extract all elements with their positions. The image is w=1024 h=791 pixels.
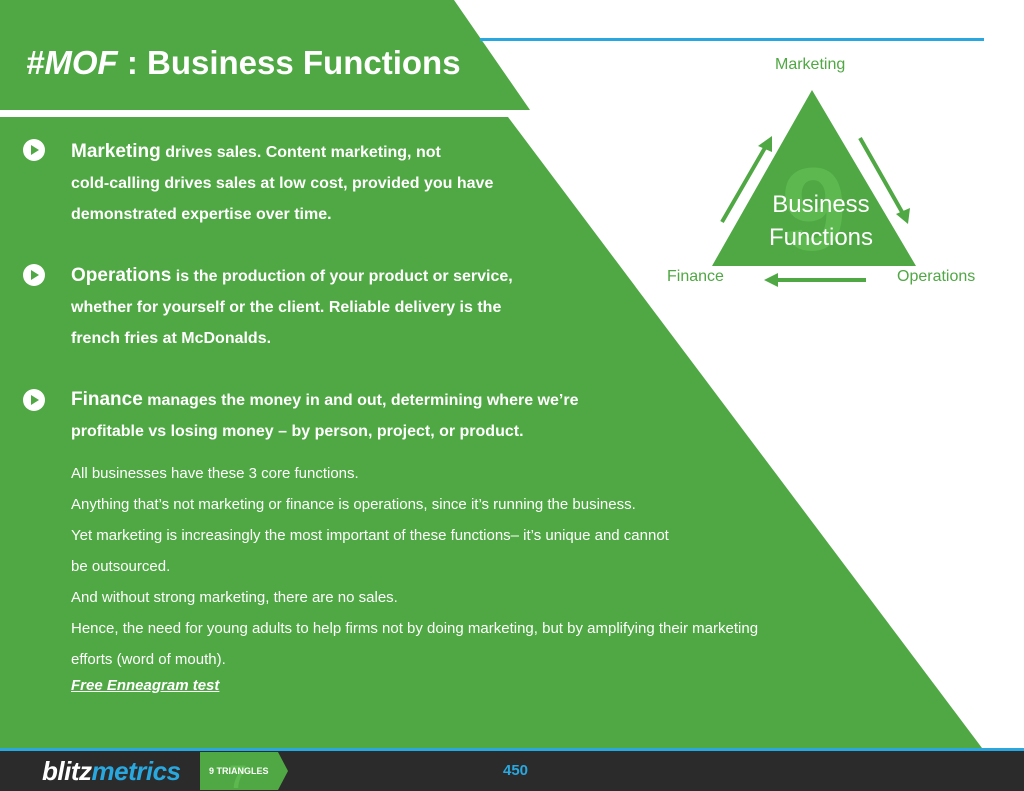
diagram-triangle [712, 90, 916, 266]
arrow-up-left [720, 144, 768, 224]
diagram-center-text: Business Functions [768, 191, 874, 251]
bullet-finance: Finance manages the money in and out, de… [71, 389, 579, 440]
enneagram-test-link[interactable]: Free Enneagram test [71, 677, 220, 694]
bullet-marketing: Marketing drives sales. Content marketin… [71, 141, 494, 223]
bullet-icon [23, 139, 45, 161]
body-line: Hence, the need for young adults to help… [71, 620, 759, 637]
arrow-down-right-head [896, 208, 910, 224]
diagram-label-finance: Finance [667, 268, 724, 285]
badge-label: 9 TRIANGLES [209, 766, 269, 776]
diagram-label-marketing: Marketing [775, 56, 846, 73]
page-title: #MOF : Business Functions [26, 44, 461, 81]
arrow-down-right [858, 137, 904, 213]
diagram-label-operations: Operations [897, 268, 976, 285]
bullet-icon [23, 264, 45, 286]
body-line: be outsourced. [71, 558, 171, 575]
bullet-operations: Operations is the production of your pro… [71, 265, 513, 347]
cycle-arrows [720, 136, 910, 287]
title-banner [0, 0, 530, 110]
footer-bar [0, 751, 1024, 791]
body-paragraphs: All businesses have these 3 core functio… [71, 458, 911, 675]
top-accent-line [480, 38, 984, 41]
footer-accent-line [0, 748, 1024, 751]
nine-triangles-badge: 7 [200, 752, 288, 790]
blitzmetrics-logo: blitzmetrics [42, 756, 181, 786]
body-line: All businesses have these 3 core functio… [71, 465, 359, 482]
badge-number: 7 [229, 759, 247, 790]
bullet-icon [23, 389, 45, 411]
diagram-watermark: 9 [781, 144, 847, 276]
body-line: Anything that’s not marketing or finance… [71, 496, 636, 513]
arrow-left-head [764, 273, 778, 287]
content-panel [0, 117, 982, 748]
body-line: efforts (word of mouth). [71, 651, 226, 668]
body-line: Yet marketing is increasingly the most i… [71, 527, 669, 544]
page-number: 450 [503, 762, 529, 779]
body-line: And without strong marketing, there are … [71, 589, 398, 606]
arrow-up-left-head [758, 136, 772, 152]
